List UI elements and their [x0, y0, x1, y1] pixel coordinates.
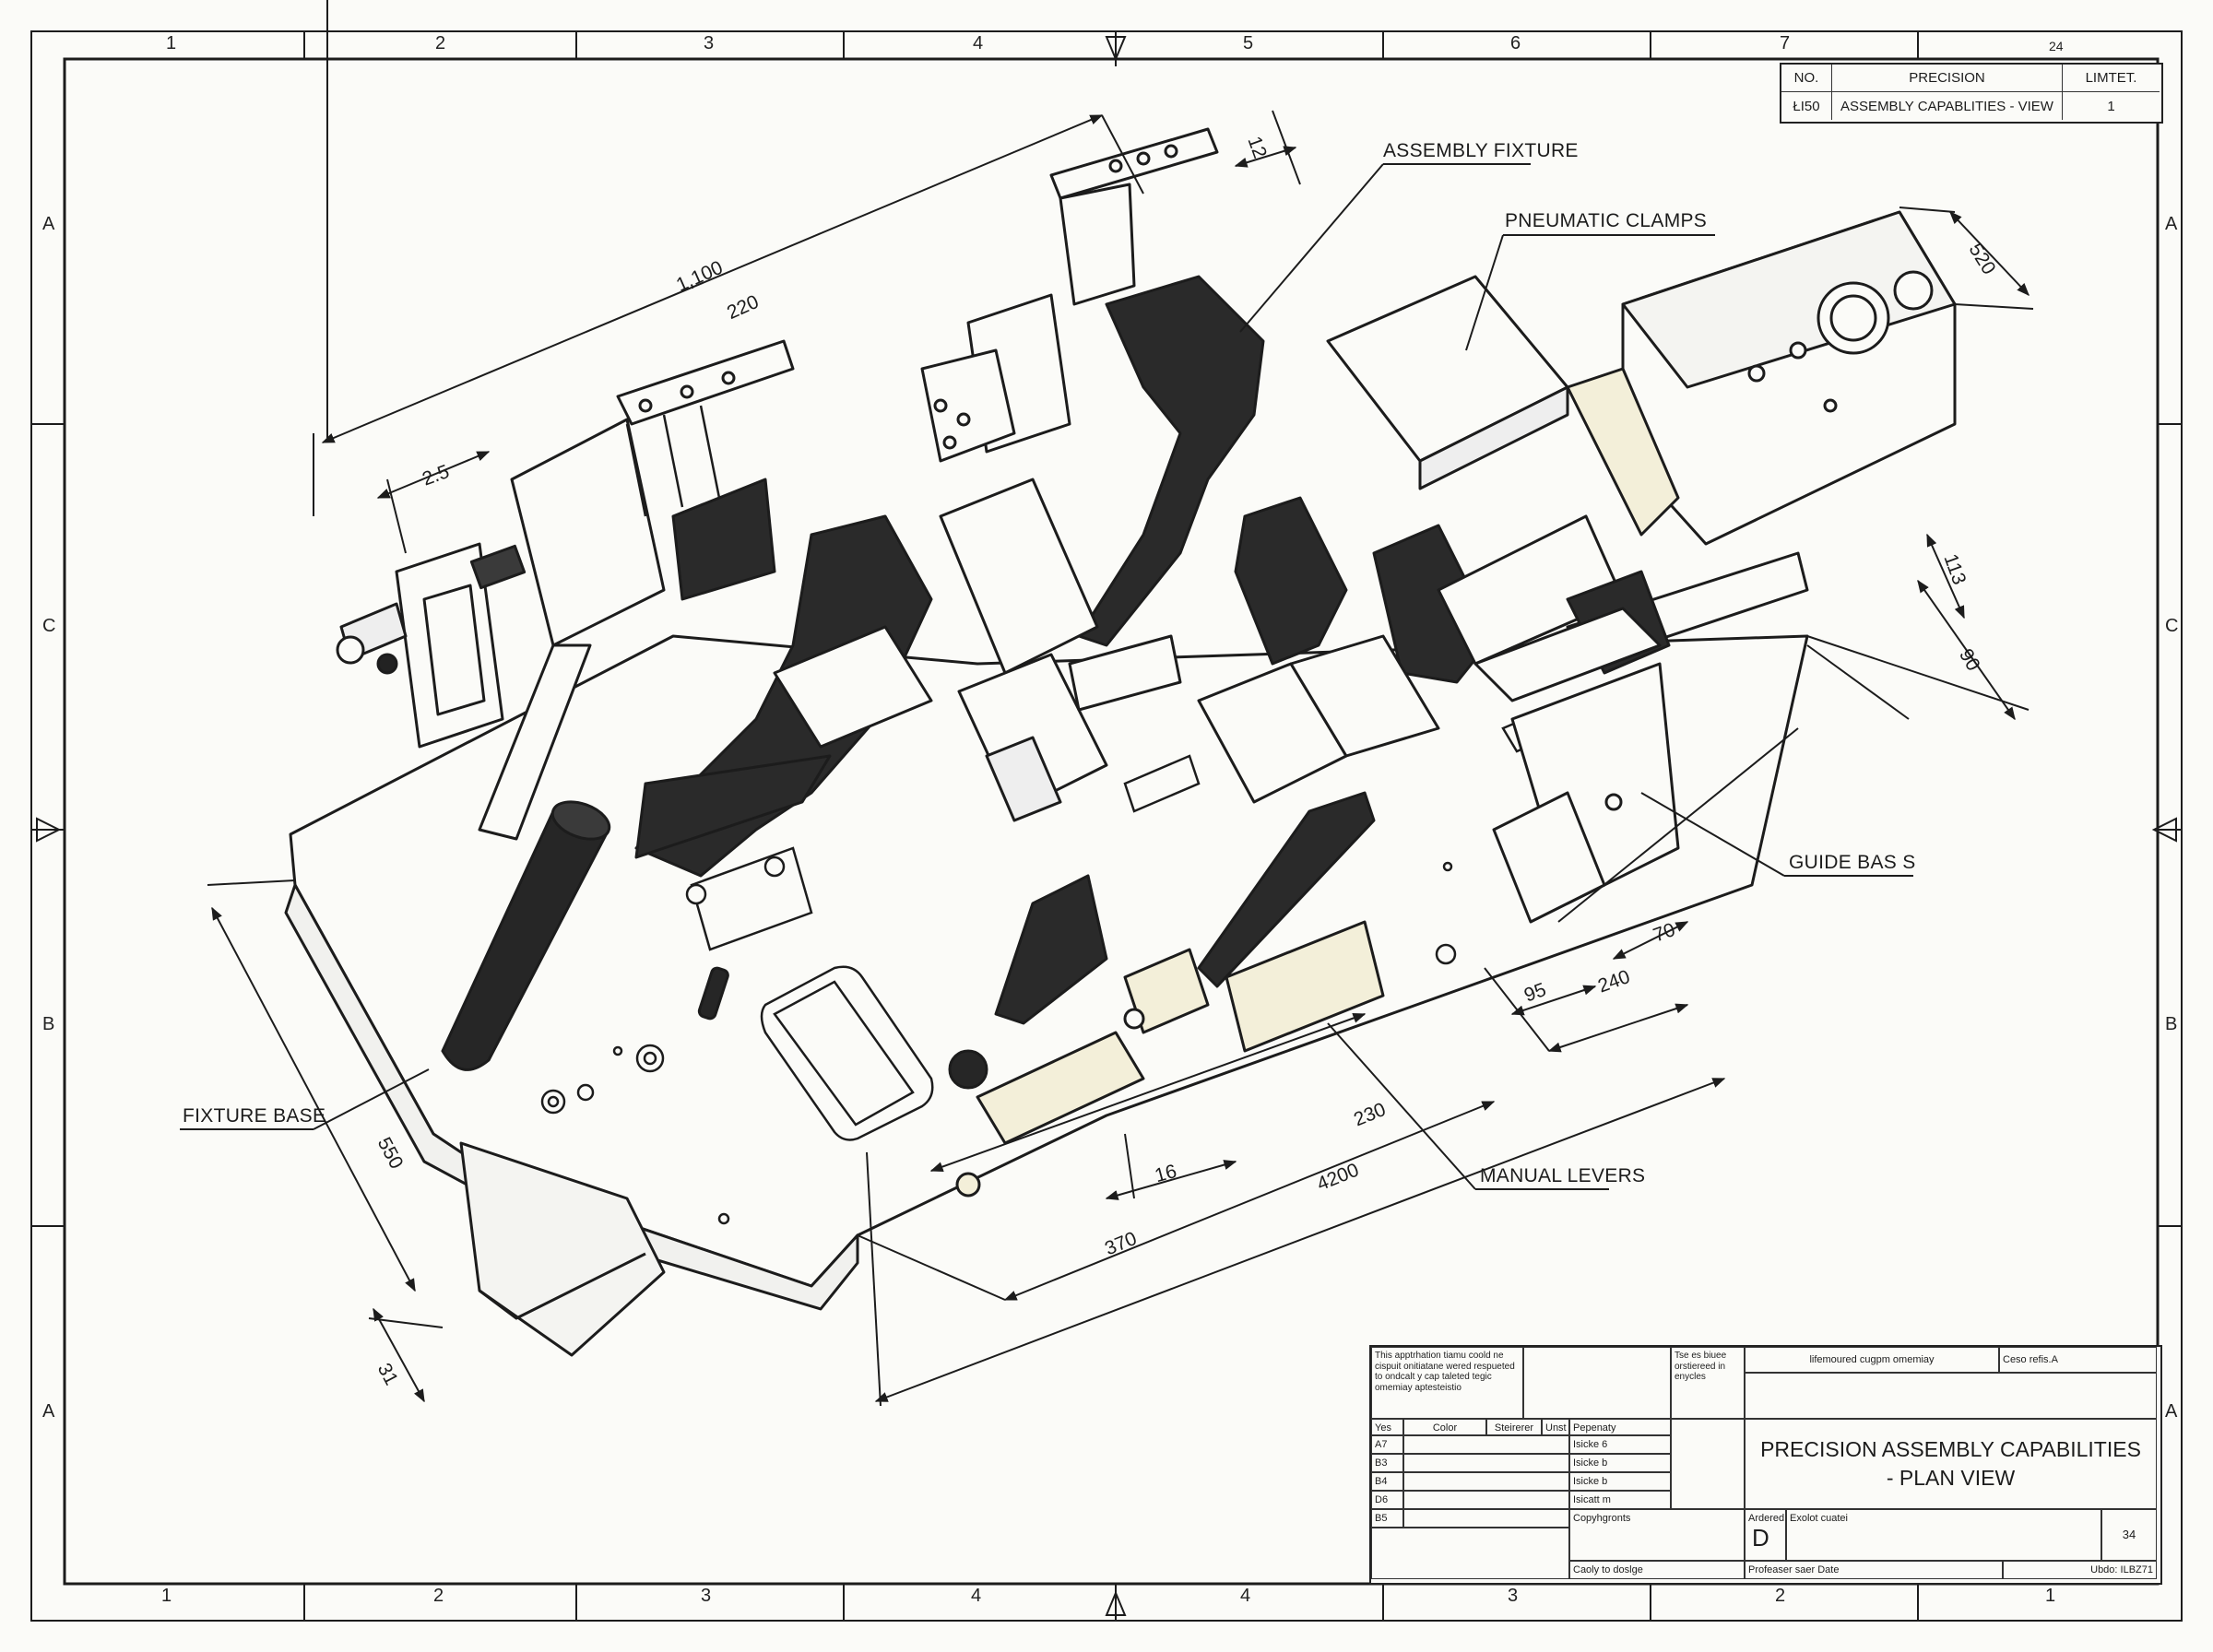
zone-bottom-4: 4: [971, 1586, 982, 1606]
tb-row-note: Isicke 6: [1569, 1435, 1671, 1454]
zone-bottom-7: 2: [1775, 1586, 1786, 1606]
zone-right-4: A: [2165, 1401, 2178, 1422]
title-block: This apptrhation tiamu coold ne cispuit …: [1369, 1345, 2162, 1585]
rev-cell-no: ŁI50: [1781, 92, 1832, 120]
tb-row-blank: [1403, 1491, 1569, 1509]
rev-cell-desc: ASSEMBLY CAPABLITIES - VIEW: [1832, 92, 2063, 120]
callout-fixture-base: FIXTURE BASE: [183, 1105, 326, 1127]
drawing-subtitle: - PLAN VIEW: [1886, 1466, 2016, 1490]
small-holders: [685, 754, 1201, 951]
tb-row-blank: [1403, 1435, 1569, 1454]
rev-header-no: NO.: [1781, 65, 1832, 92]
revision-table: NO. PRECISION LIMTET. ŁI50 ASSEMBLY CAPA…: [1780, 63, 2163, 124]
outer-border: [30, 30, 2183, 1622]
callout-assembly-fixture: ASSEMBLY FIXTURE: [1383, 140, 1579, 161]
tb-notes-2: Tse es biuee orstiereed in enycles: [1671, 1347, 1745, 1419]
zone-top-1: 1: [166, 33, 177, 53]
zone-top-2: 2: [435, 33, 446, 53]
tb-blank-3: [1671, 1419, 1745, 1509]
zone-left-2: C: [42, 616, 56, 636]
tb-col-yes: Yes: [1371, 1419, 1403, 1435]
tb-row-note: Isicke b: [1569, 1454, 1671, 1472]
centering-marks: [36, 31, 2177, 1616]
zone-top-6: 6: [1510, 33, 1521, 53]
inner-border: [63, 57, 2160, 1586]
tb-row-id: A7: [1371, 1435, 1403, 1454]
tb-sheet-no: 34: [2101, 1509, 2157, 1561]
rev-cell-limit: 1: [2107, 98, 2115, 114]
tb-row-id: B3: [1371, 1454, 1403, 1472]
tb-size-cell: Ardered D: [1745, 1509, 1786, 1561]
tb-row-id: B4: [1371, 1472, 1403, 1491]
tb-header-right: Ceso refis.A: [1999, 1347, 2157, 1373]
tb-title-cell: PRECISION ASSEMBLY CAPABILITIES - PLAN V…: [1745, 1419, 2157, 1509]
tb-col-color: Color: [1403, 1419, 1486, 1435]
zone-right-2: C: [2165, 616, 2179, 636]
tb-col-unst: Unst: [1542, 1419, 1569, 1435]
zone-top-3: 3: [704, 33, 715, 53]
zone-left-4: A: [42, 1401, 55, 1422]
tb-header-mid: lifemoured cugpm omemiay: [1745, 1347, 1999, 1373]
tb-row-blank: [1403, 1509, 1569, 1528]
tb-blank-2: [1745, 1373, 2157, 1419]
tb-copyright: Copyhgronts: [1569, 1509, 1745, 1561]
zone-right-1: A: [2165, 214, 2178, 234]
zone-top-4: 4: [973, 33, 984, 53]
zone-top-7: 7: [1780, 33, 1791, 53]
tb-col-steirerer: Steirerer: [1486, 1419, 1542, 1435]
zone-left-3: B: [42, 1014, 55, 1034]
callout-guide-bars: GUIDE BAS S: [1789, 852, 1916, 873]
tb-size-value: D: [1752, 1523, 1769, 1552]
zone-bottom-8: 1: [2045, 1586, 2056, 1606]
tb-row-blank: [1403, 1454, 1569, 1472]
zone-bottom-2: 2: [433, 1586, 444, 1606]
dimension-lines: [207, 0, 2034, 1407]
rev-header-precision: PRECISION: [1832, 65, 2063, 92]
rev-header-limit: LIMTET.: [2063, 65, 2160, 92]
zone-right-3: B: [2165, 1014, 2178, 1034]
tb-row-id: D6: [1371, 1491, 1403, 1509]
drawing-title: PRECISION ASSEMBLY CAPABILITIES: [1760, 1436, 2141, 1461]
zone-bottom-6: 3: [1508, 1586, 1519, 1606]
tb-scale: Exolot cuatei: [1786, 1509, 2101, 1561]
tb-date-label: Profeaser saer Date: [1745, 1561, 2003, 1579]
zone-top-8: 24: [2049, 39, 2064, 53]
tb-notes: This apptrhation tiamu coold ne cispuit …: [1371, 1347, 1523, 1419]
tb-row-blank: [1403, 1472, 1569, 1491]
pneumatic-clamp-arms: [634, 275, 1496, 1025]
callout-pneumatic-clamps: PNEUMATIC CLAMPS: [1505, 210, 1708, 231]
tb-row-note: Isicatt m: [1569, 1491, 1671, 1509]
tb-blank-1: [1523, 1347, 1671, 1419]
tb-drawn-by: Caoly to doslge: [1569, 1561, 1745, 1579]
zone-top-5: 5: [1243, 33, 1254, 53]
zone-bottom-3: 3: [701, 1586, 712, 1606]
zone-bottom-1: 1: [161, 1586, 172, 1606]
callout-leaders: [180, 163, 1913, 1190]
zone-left-1: A: [42, 214, 55, 234]
tb-row-note: Isicke b: [1569, 1472, 1671, 1491]
tb-col-pepenaty: Pepenaty: [1569, 1419, 1671, 1435]
tb-size-label: Ardered: [1748, 1513, 1785, 1524]
callout-manual-levers: MANUAL LEVERS: [1480, 1165, 1646, 1186]
tb-row-id: B5: [1371, 1509, 1403, 1528]
zone-bottom-5: 4: [1240, 1586, 1251, 1606]
tb-row-blank: [1371, 1528, 1569, 1579]
tb-doc-no: Ubdo: ILBZ71: [2003, 1561, 2157, 1579]
